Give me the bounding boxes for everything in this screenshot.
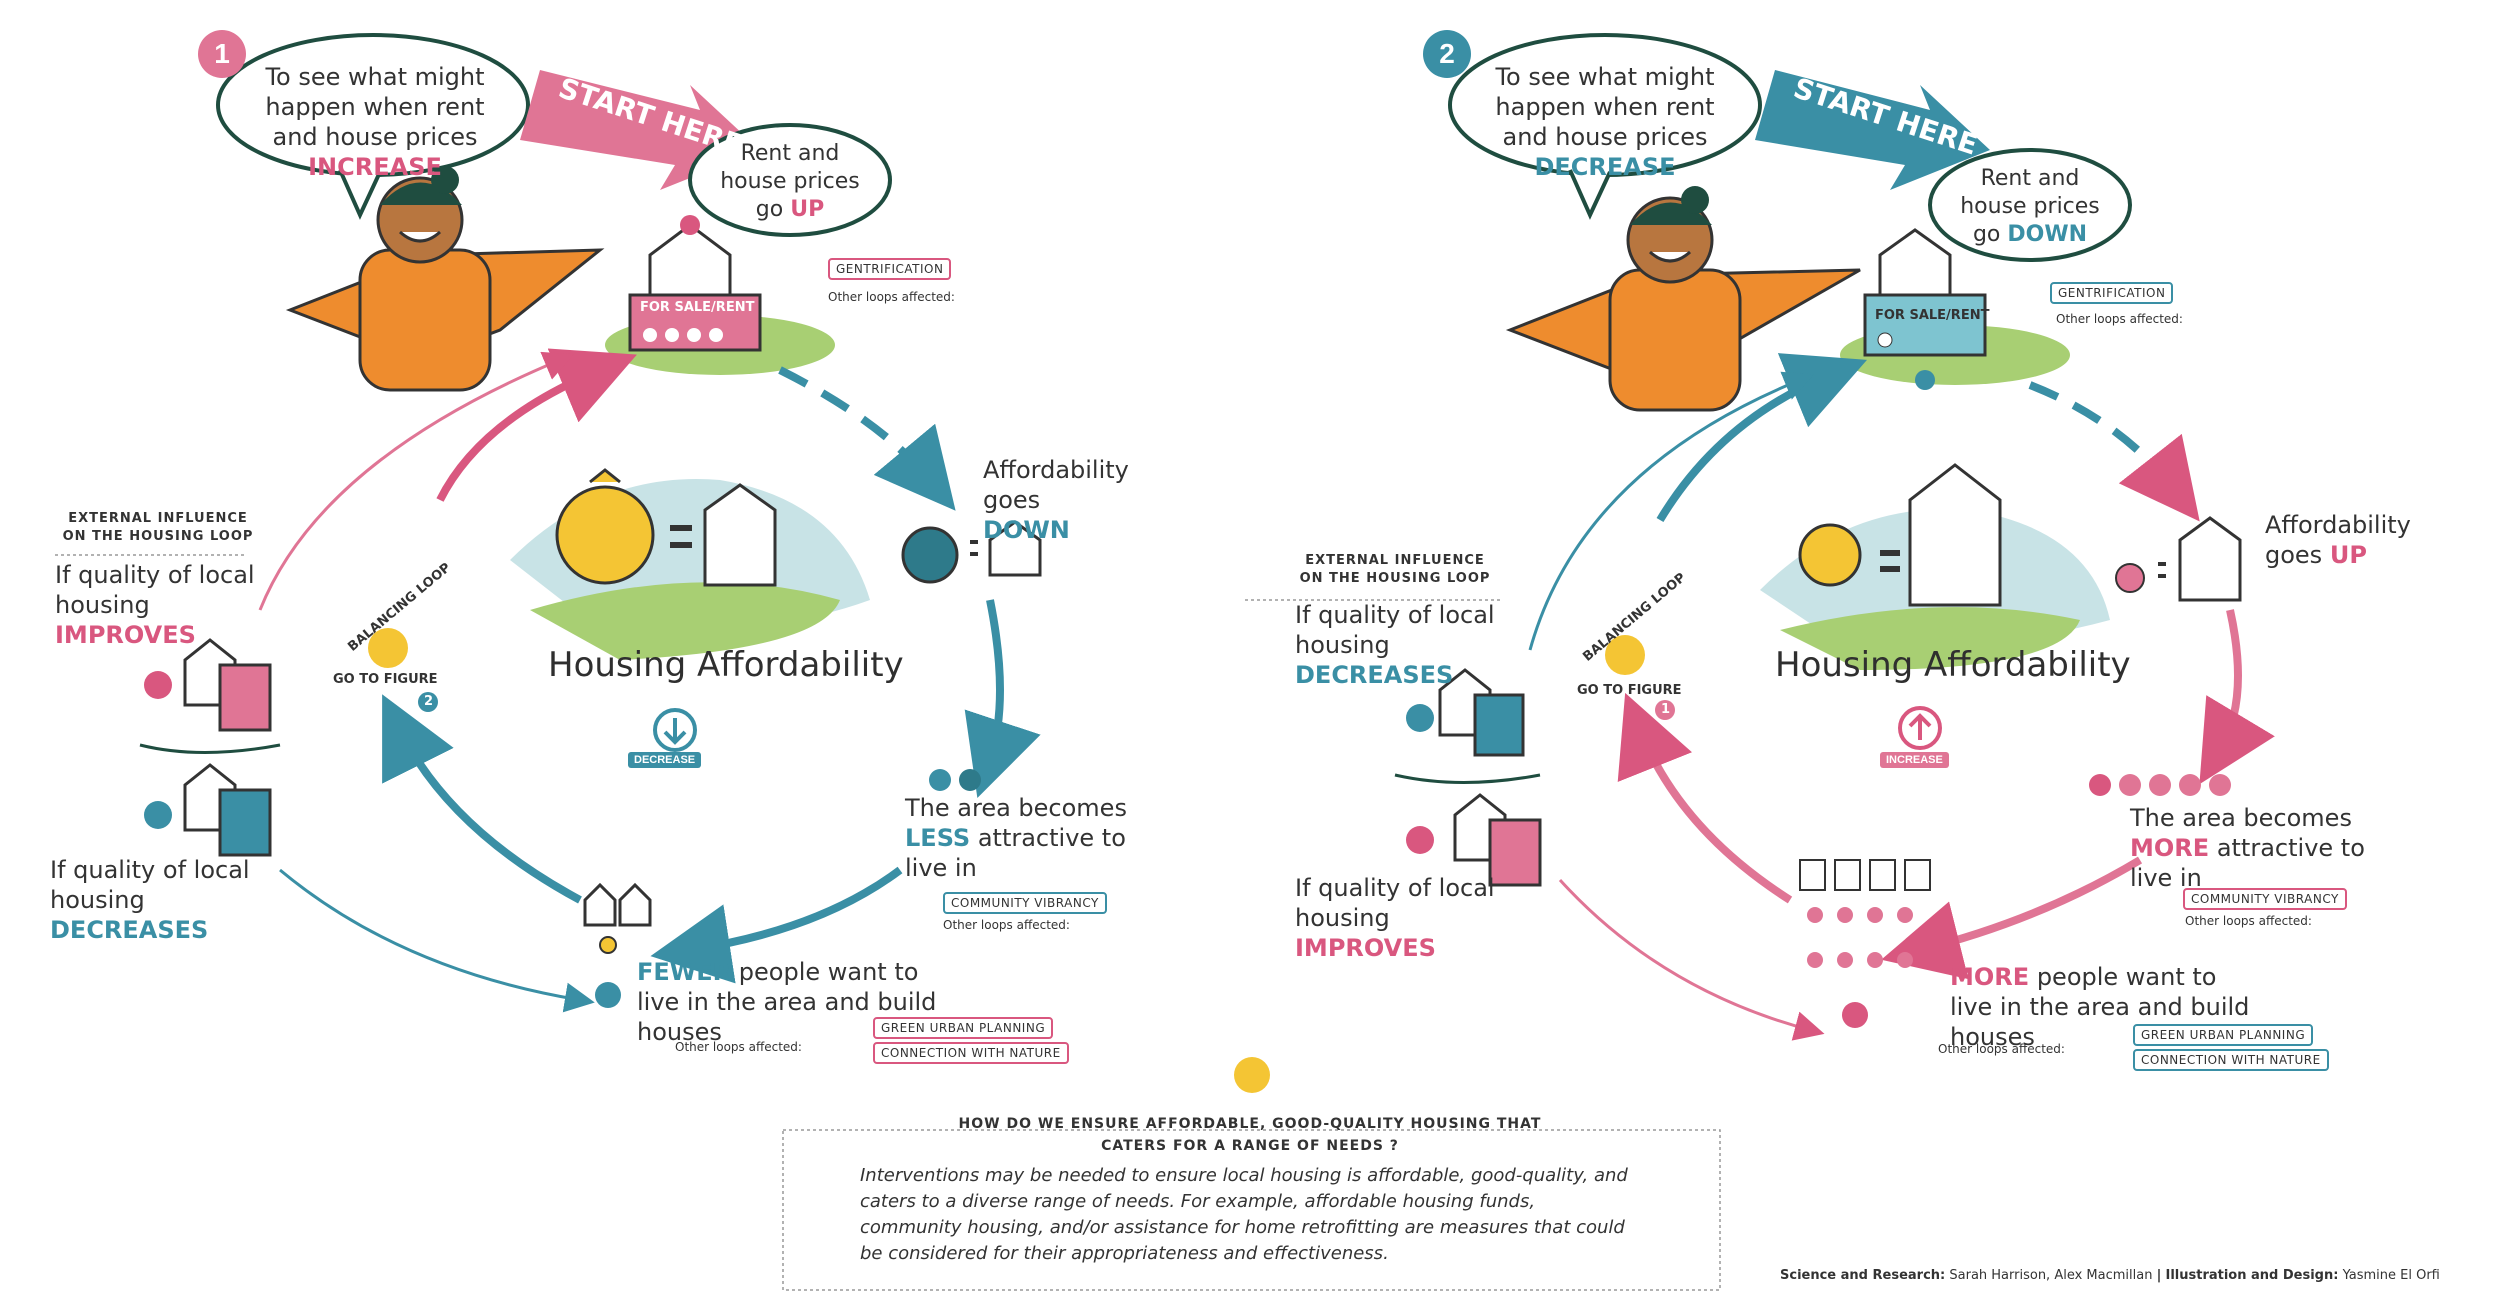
footer-credits: Science and Research: Sarah Harrison, Al… <box>1780 1268 2440 1283</box>
panel2-tag-gentrification: GENTRIFICATION <box>2050 282 2174 304</box>
panel2-people-text: MORE people want to live in the area and… <box>1950 963 2250 1051</box>
panel2-prices-text: Rent and house prices go DOWN <box>1960 166 2100 247</box>
panel1-people-text: FEWER people want to live in the area an… <box>637 958 937 1046</box>
panel2-other-loops-top: Other loops affected: <box>2056 312 2183 326</box>
panel1-tag-community: COMMUNITY VIBRANCY <box>943 892 1107 914</box>
panel1-status-badge: DECREASE <box>628 752 702 768</box>
panel1-title: Housing Affordability <box>548 645 904 685</box>
panel1-prices-text: Rent and house prices go UP <box>720 141 860 222</box>
quality-houses-1 <box>139 638 281 857</box>
panel2-title: Housing Affordability <box>1775 645 2131 685</box>
quality-houses-2 <box>1394 668 1542 887</box>
panel1-sign: FOR SALE/RENT <box>640 300 755 315</box>
affordability-center-1 <box>510 468 870 660</box>
footer-box <box>782 1129 1721 1291</box>
panel1-tag-gentrification: GENTRIFICATION <box>828 258 952 280</box>
moneybag-up-2 <box>2115 516 2242 602</box>
panel2-goto[interactable]: GO TO FIGURE <box>1577 683 1682 698</box>
panel2-status-badge: INCREASE <box>1880 752 1949 768</box>
panel1-artwork <box>55 33 1042 1013</box>
house-for-sale-2 <box>1840 228 2070 385</box>
character-2 <box>1505 186 1861 412</box>
panel2-area-text: The area becomes MORE attractive to live… <box>2130 804 2365 892</box>
people-houses-2 <box>1799 859 1931 1028</box>
panel2-number: 2 <box>1423 30 1471 78</box>
panel2-bubble-text: To see what might happen when rent and h… <box>1495 63 1715 181</box>
character-1 <box>285 166 605 392</box>
panel1-affordability-text: Affordability goes DOWN <box>983 456 1129 544</box>
panel1-number: 1 <box>198 30 246 78</box>
panel2-quality-bottom: If quality of local housing IMPROVES <box>1295 874 1495 962</box>
panel2-tag-green-planning: GREEN URBAN PLANNING <box>2133 1024 2314 1046</box>
footer-loop-icon <box>1234 1057 1270 1093</box>
people-houses-1 <box>583 882 652 1008</box>
panel2-goto-number[interactable]: 1 <box>1661 702 1671 717</box>
panel1-bubble-text: To see what might happen when rent and h… <box>265 63 485 181</box>
panel2-affordability-text: Affordability goes UP <box>2265 511 2411 569</box>
moneybag-down-1 <box>901 520 1042 584</box>
panel1-other-loops-top: Other loops affected: <box>828 290 955 304</box>
panel1-other-loops-people: Other loops affected: <box>675 1040 802 1054</box>
affordability-center-2 <box>1760 463 2110 670</box>
panel2-tag-community: COMMUNITY VIBRANCY <box>2183 888 2347 910</box>
panel1-tag-nature: CONNECTION WITH NATURE <box>873 1042 1069 1064</box>
panel2-other-loops-area: Other loops affected: <box>2185 914 2312 928</box>
house-for-sale-1 <box>605 223 835 375</box>
panel2-quality-top: If quality of local housing DECREASES <box>1295 601 1495 689</box>
panel2-sign: FOR SALE/RENT <box>1875 308 1990 323</box>
panel2-artwork <box>1245 33 2275 1041</box>
panel1-quality-bottom: If quality of local housing DECREASES <box>50 856 250 944</box>
start-here-arrow-2 <box>1755 70 1990 190</box>
footer-question: HOW DO WE ENSURE AFFORDABLE, GOOD-QUALIT… <box>958 1116 1542 1154</box>
panel1-tag-green-planning: GREEN URBAN PLANNING <box>873 1017 1054 1039</box>
panel1-quality-top: If quality of local housing IMPROVES <box>55 561 255 649</box>
panel1-other-loops-area: Other loops affected: <box>943 918 1070 932</box>
panel1-goto-number[interactable]: 2 <box>424 694 434 709</box>
panel1-external-label: EXTERNAL INFLUENCE ON THE HOUSING LOOP <box>62 511 254 544</box>
panel1-goto[interactable]: GO TO FIGURE <box>333 672 438 687</box>
panel2-tag-nature: CONNECTION WITH NATURE <box>2133 1049 2329 1071</box>
panel2-other-loops-people: Other loops affected: <box>1938 1042 2065 1056</box>
footer-body: Interventions may be needed to ensure lo… <box>860 1165 1628 1264</box>
panel1-area-text: The area becomes LESS attractive to live… <box>905 794 1127 882</box>
panel2-external-label: EXTERNAL INFLUENCE ON THE HOUSING LOOP <box>1299 553 1491 586</box>
